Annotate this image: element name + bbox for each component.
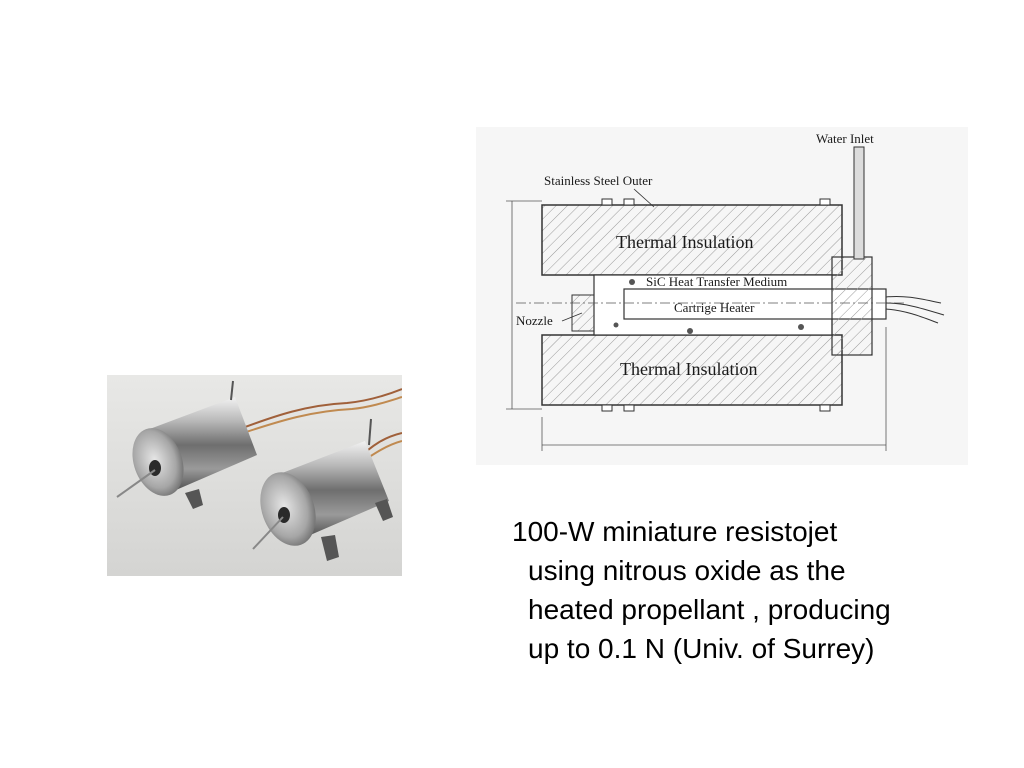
- label-water-inlet: Water Inlet: [816, 131, 874, 146]
- caption: 100-W miniature resistojet using nitrous…: [512, 512, 1012, 668]
- label-sic-medium: SiC Heat Transfer Medium: [646, 274, 787, 289]
- caption-line-3: heated propellant , producing: [528, 594, 891, 625]
- caption-line-1: 100-W miniature resistojet: [512, 516, 838, 547]
- cross-section-diagram: Water Inlet Stainless Steel Outer Therma…: [476, 127, 968, 465]
- label-thermal-insulation-top: Thermal Insulation: [616, 232, 753, 252]
- label-thermal-insulation-bottom: Thermal Insulation: [620, 359, 757, 379]
- label-cartridge-heater: Cartrige Heater: [674, 300, 755, 315]
- caption-line-2: using nitrous oxide as the: [528, 555, 846, 586]
- caption-line-4: up to 0.1 N (Univ. of Surrey): [528, 633, 875, 664]
- resistojet-photo: [107, 375, 402, 576]
- label-nozzle: Nozzle: [516, 313, 553, 328]
- label-stainless-steel-outer: Stainless Steel Outer: [544, 173, 653, 188]
